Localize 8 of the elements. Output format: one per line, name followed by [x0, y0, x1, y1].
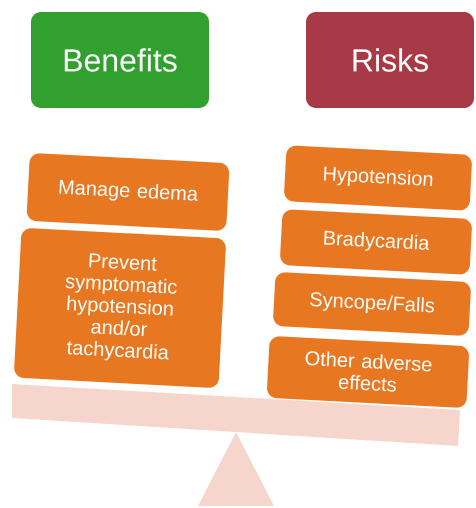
item-box: Manage edema	[26, 153, 230, 231]
item-box: Other adverse effects	[267, 336, 469, 408]
heading-box: Benefits	[31, 12, 209, 108]
heading-box: Risks	[306, 12, 474, 108]
item-box: Prevent symptomatic hypotension and/or tachycardia	[14, 228, 226, 388]
item-box: Hypotension	[284, 146, 472, 210]
item-box: Syncope/Falls	[273, 272, 471, 336]
item-box: Bradycardia	[280, 210, 472, 274]
